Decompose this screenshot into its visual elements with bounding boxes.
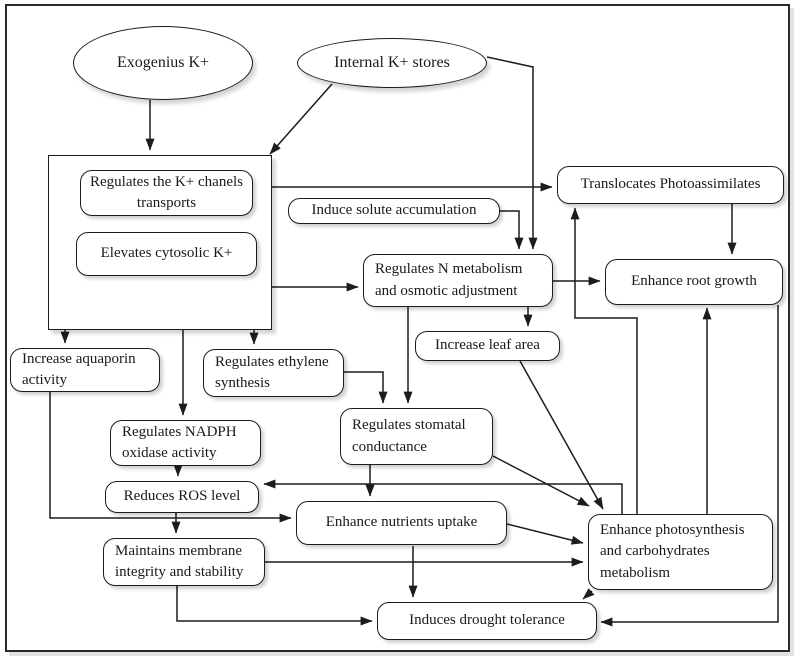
node-enhance-nutrients-uptake: Enhance nutrients uptake (296, 501, 507, 545)
edge-nutrients-to-photosynthesis (506, 523, 584, 545)
node-elevates-cytosolic-k: Elevates cytosolic K+ (76, 232, 257, 276)
node-regulates-k-channels: Regulates the K+ chanels transports (80, 170, 253, 216)
edge-solute-to-nmetabolism (500, 210, 524, 250)
edge-internal-to-nmetabolism (486, 56, 538, 250)
diagram-border-frame (5, 4, 790, 652)
node-induces-drought-tolerance: Induces drought tolerance (377, 602, 597, 640)
edge-rootgrowth-to-drought (600, 305, 779, 627)
node-regulates-n-metabolism: Regulates N metabolism and osmotic adjus… (363, 254, 553, 307)
edge-photosynthesis-to-translocates (570, 207, 638, 514)
node-regulates-stomatal-conductance: Regulates stomatal conductance (340, 408, 493, 465)
node-reduces-ros-level: Reduces ROS level (105, 481, 259, 513)
node-maintains-membrane-integrity: Maintains membrane integrity and stabili… (103, 538, 265, 586)
edge-leafarea-to-photosynthesis (519, 360, 604, 510)
edge-ethylene-to-stomatal (344, 371, 388, 404)
edge-stomatal-to-photosynthesis (492, 455, 590, 507)
edge-membrane-to-drought (176, 586, 373, 626)
node-induce-solute-accumulation: Induce solute accumulation (288, 198, 500, 224)
edge-aquaporin-to-nutrients (49, 392, 292, 523)
node-increase-leaf-area: Increase leaf area (415, 331, 560, 361)
node-internal-k-stores: Internal K+ stores (297, 38, 487, 88)
node-exogenous-k: Exogenius K+ (73, 26, 253, 100)
node-enhance-root-growth: Enhance root growth (605, 259, 783, 305)
edge-photosynthesis-to-drought (582, 588, 595, 600)
node-regulates-ethylene-synthesis: Regulates ethylene synthesis (203, 349, 344, 397)
node-enhance-photosynthesis: Enhance photosynthesis and carbohydrates… (588, 514, 773, 590)
node-increase-aquaporin-activity: Increase aquaporin activity (10, 348, 160, 392)
edge-internal-to-kgroup (269, 83, 333, 155)
edge-photosynthesis-to-ros (263, 479, 623, 514)
node-translocates-photoassimilates: Translocates Photoassimilates (557, 166, 784, 204)
node-regulates-nadph-oxidase: Regulates NADPH oxidase activity (110, 420, 261, 466)
